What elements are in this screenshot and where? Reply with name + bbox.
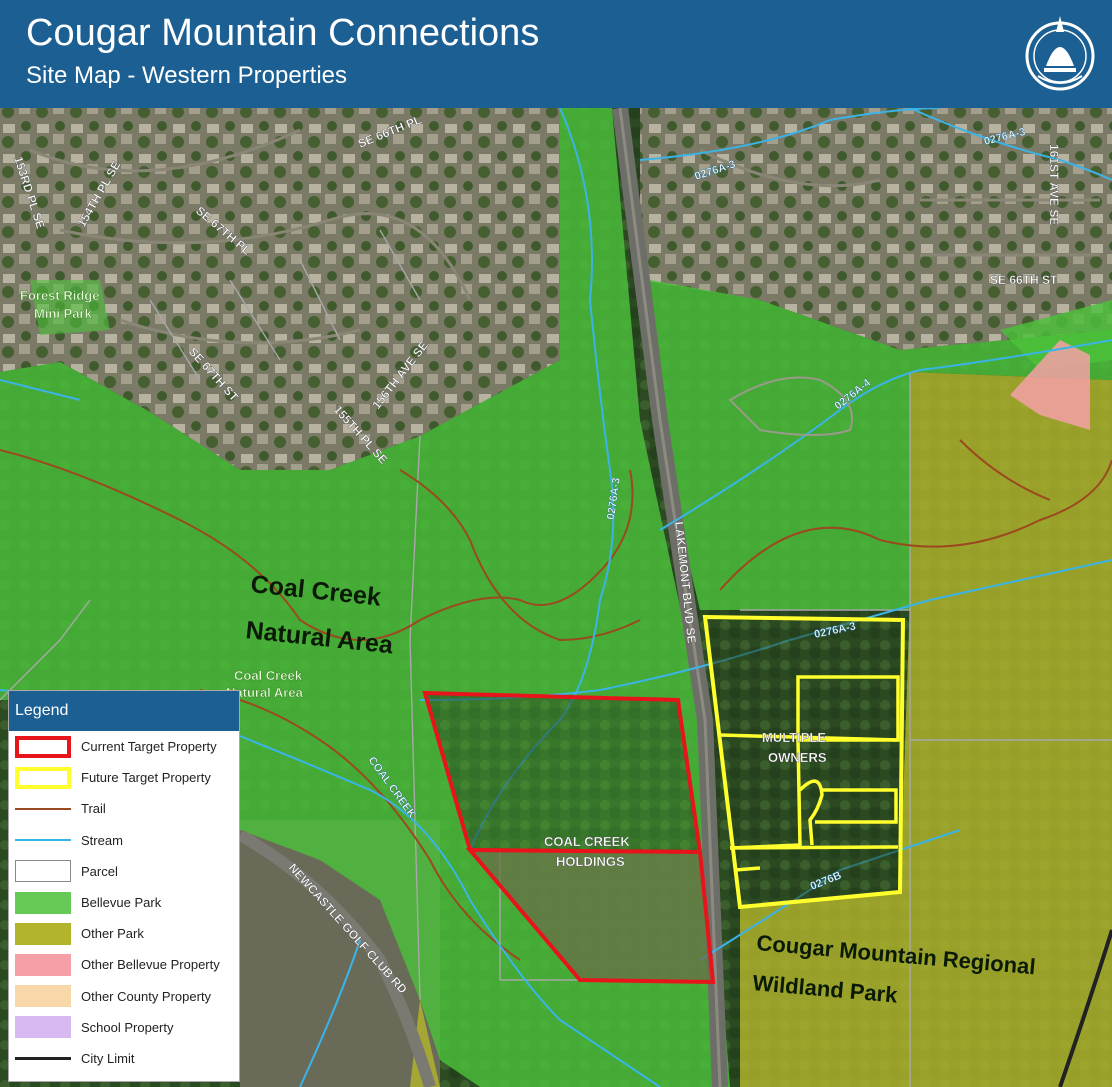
residential-area-east [640,108,1112,350]
legend-label: Stream [81,832,123,848]
residential-area-west [0,108,560,470]
property-label-future-line1: MULTIPLE [762,730,826,745]
legend-label: School Property [81,1019,174,1035]
legend-label: Other County Property [81,988,212,1004]
legend-item-other-bellevue-property: Other Bellevue Property [9,949,239,980]
property-label-future-line2: OWNERS [768,750,827,765]
legend-item-other-park: Other Park [9,918,239,949]
site-map[interactable]: SE 66TH PL SE 67TH PL SE 67TH ST 156TH A… [0,108,1112,1087]
city-seal-icon [1025,16,1095,91]
current-target-property[interactable] [422,690,716,985]
legend-swatch-school-property [15,1016,71,1039]
legend-item-stream: Stream [9,825,239,856]
park-label-forest-ridge-line1: Forest Ridge [20,288,99,303]
future-target-property[interactable] [702,614,906,910]
map-title: Cougar Mountain Connections [26,12,540,54]
property-label-current-line1: COAL CREEK [544,834,630,849]
street-label-161st-ave: 161ST AVE SE [1047,144,1061,225]
city-limit-line [1058,929,1112,1087]
bellevue-park-east[interactable] [650,280,1112,610]
park-label-ccna-line1: Coal Creek [234,668,303,683]
property-label-current-line2: HOLDINGS [556,854,625,869]
map-header: Cougar Mountain Connections Site Map - W… [0,0,1112,108]
parcel-lines [0,229,1112,1087]
road-network [29,128,1100,345]
legend-swatch-parcel [15,860,71,883]
east-loop-road [728,376,853,436]
legend-label: Other Bellevue Property [81,957,220,973]
street-label-se66th-st: SE 66TH ST [990,273,1058,287]
legend-label: City Limit [81,1050,135,1066]
map-subtitle: Site Map - Western Properties [26,62,348,89]
newcastle-golf-club-road [237,829,436,1087]
legend-swatch-other-park [15,922,71,945]
other-bellevue-property[interactable] [1010,340,1090,430]
legend-item-city-limit: City Limit [9,1043,239,1074]
legend-swatch-other-bellevue-property [15,953,71,976]
legend-label: Parcel [81,863,118,879]
legend-item-parcel: Parcel [9,856,239,887]
map-legend: Legend Current Target Property Future Ta… [8,690,240,1082]
legend-swatch-trail [15,798,71,820]
park-label-ccna-line2: Natural Area [226,685,304,700]
legend-swatch-other-county-property [15,985,71,1008]
legend-item-school-property: School Property [9,1012,239,1043]
legend-item-future-target: Future Target Property [9,762,239,793]
legend-swatch-stream [15,829,71,851]
legend-label: Future Target Property [81,770,211,786]
legend-item-current-target: Current Target Property [9,731,239,762]
legend-title: Legend [9,691,239,731]
legend-swatch-future-target [15,766,71,789]
legend-swatch-city-limit [15,1047,71,1069]
forest-ridge-mini-park[interactable] [30,280,110,335]
legend-swatch-current-target [15,735,71,758]
legend-label: Other Park [81,926,144,942]
legend-label: Bellevue Park [81,895,162,911]
legend-label: Current Target Property [81,739,217,755]
other-park-cougar-mountain[interactable] [740,372,1112,1087]
park-label-forest-ridge-line2: Mini Park [34,306,93,321]
legend-item-other-county-property: Other County Property [9,981,239,1012]
trails [0,439,1112,961]
legend-label: Trail [81,801,106,817]
legend-item-trail: Trail [9,793,239,824]
legend-swatch-bellevue-park [15,891,71,914]
legend-item-bellevue-park: Bellevue Park [9,887,239,918]
